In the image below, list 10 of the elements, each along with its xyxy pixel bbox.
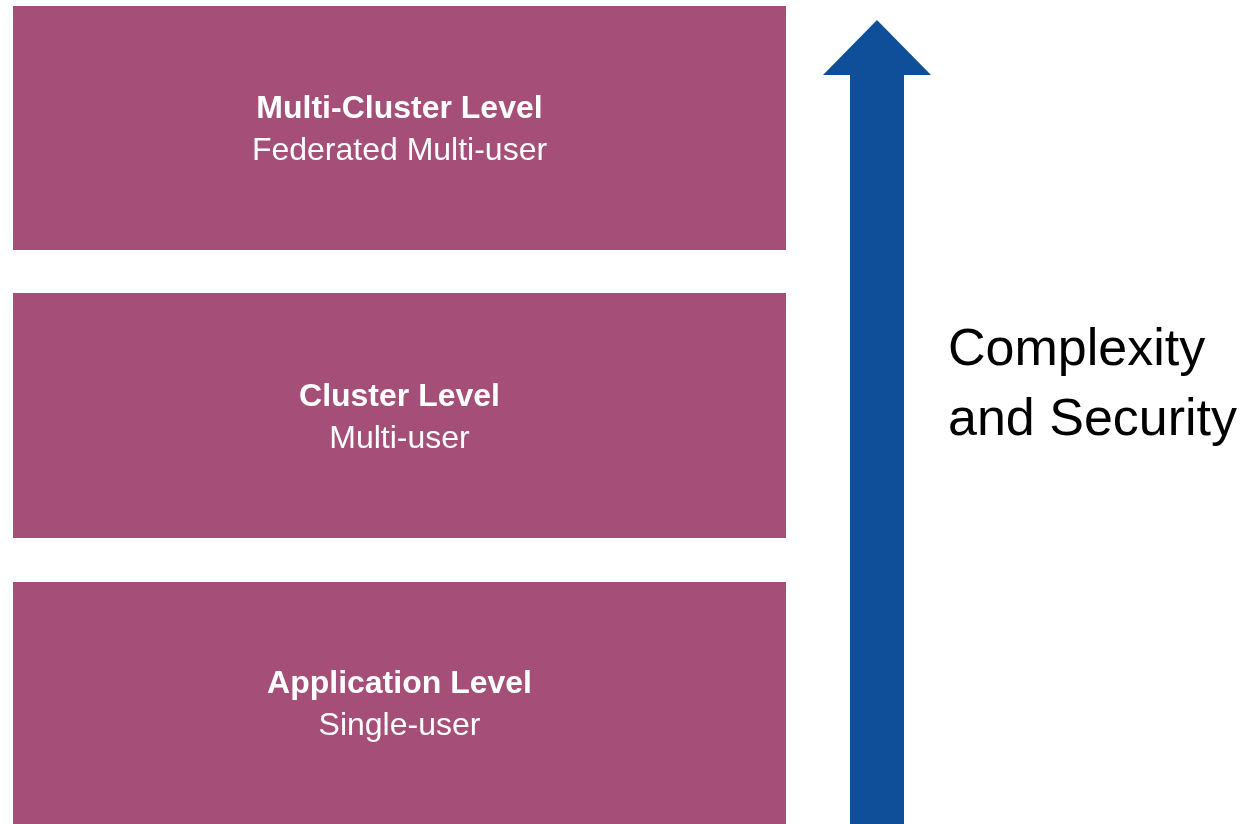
level-title: Multi-Cluster Level [256,88,543,127]
level-box [13,293,786,538]
level-subtitle: Federated Multi-user [251,130,548,169]
level-title: Application Level [267,663,532,702]
level-subtitle: Single-user [318,705,481,744]
level-subtitle: Multi-user [329,417,470,457]
level-box [13,6,786,250]
level-box [13,582,786,824]
axis-label: Complexity and Security [948,317,1239,448]
level-title: Cluster Level [299,375,500,415]
